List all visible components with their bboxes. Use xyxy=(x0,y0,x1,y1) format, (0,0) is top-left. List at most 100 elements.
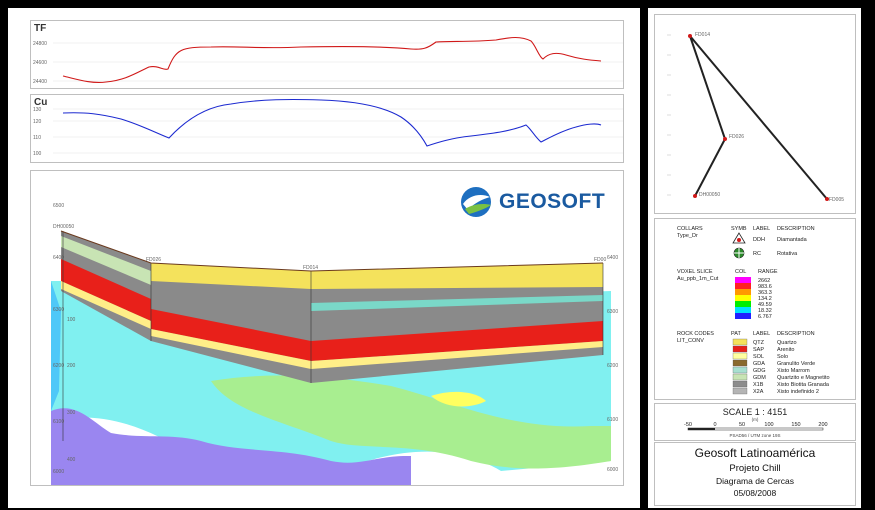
scale-title: SCALE 1 : 4151 xyxy=(723,407,788,417)
collar-label-ddh: DDH xyxy=(753,237,765,243)
scale-tick-1: -50 xyxy=(684,422,692,428)
voxel-range-1: 2662 xyxy=(758,278,770,284)
left-elev-1: 6500 xyxy=(53,203,64,209)
collar-label-rc: RC xyxy=(753,251,761,257)
rock-label-1: QTZ xyxy=(753,340,765,346)
plan-label-2: FD026 xyxy=(729,134,744,140)
plan-line-2 xyxy=(694,138,726,197)
title-subtitle: Diagrama de Cercas xyxy=(716,476,794,486)
left-elev-2: 6400 xyxy=(53,255,64,261)
voxel-swatch-7 xyxy=(735,313,751,319)
tf-profile-panel: TF 24800 24600 24400 xyxy=(30,20,624,89)
rock-desc-2: Arenito xyxy=(777,347,794,353)
scale-tick-4: 100 xyxy=(764,422,773,428)
collars-hdr-label: LABEL xyxy=(753,226,770,232)
rock-label-6: GDM xyxy=(753,375,766,381)
rock-label-3: SOL xyxy=(753,354,764,360)
rock-desc-6: Quartzito e Magnetito xyxy=(777,375,830,381)
fence-red-band-1 xyxy=(61,259,151,321)
fence-green-band-1 xyxy=(61,236,151,285)
geosoft-globe-icon xyxy=(461,187,491,217)
geosoft-logo: GEOSOFT xyxy=(459,185,619,219)
tf-chart: 24800 24600 24400 xyxy=(33,36,623,85)
voxel-range-3: 363.3 xyxy=(758,290,772,296)
rocks-hdr-pat: PAT xyxy=(731,331,742,337)
scale-datum: PSAD56 / UTM zone 19S xyxy=(729,433,780,438)
left-elev-5: 6100 xyxy=(53,419,64,425)
left-frame: TF 24800 24600 24400 Cu 130 120 110 100 xyxy=(8,8,640,508)
rocks-title: ROCK CODES xyxy=(677,331,714,337)
voxel-field: Au_ppb_1m_Cut xyxy=(677,276,719,282)
collars-hdr-desc: DESCRIPTION xyxy=(777,226,815,232)
plan-label-4: FD005 xyxy=(829,197,844,203)
collar-label-4: FD00 xyxy=(594,257,606,263)
voxel-hdr-range: RANGE xyxy=(758,269,778,275)
fence-yellow-band-3 xyxy=(311,341,603,369)
cu-tick-2: 120 xyxy=(33,119,42,125)
title-date: 05/08/2008 xyxy=(733,488,777,498)
depth-label-1: 100 xyxy=(67,317,76,323)
title-block-panel: Geosoft Latinoamérica Projeto Chill Diag… xyxy=(654,442,856,506)
collars-hdr-symb: SYMB xyxy=(731,226,747,232)
rock-desc-8: Xisto indefinido 2 xyxy=(777,389,819,395)
collar-label-2: FD026 xyxy=(146,257,161,263)
title-project: Projeto Chill xyxy=(729,463,781,474)
fence-cyan-band-3 xyxy=(311,295,603,311)
rocks-hdr-label: LABEL xyxy=(753,331,770,337)
voxel-swatch-2 xyxy=(735,283,751,289)
scale-bar: SCALE 1 : 4151 (m) -50 0 50 100 150 200 … xyxy=(684,407,828,438)
right-elev-3: 6200 xyxy=(607,363,618,369)
voxel-title: VOXEL SLICE xyxy=(677,269,713,275)
voxel-swatch-1 xyxy=(735,277,751,283)
rock-desc-4: Granulito Verde xyxy=(777,361,815,367)
voxel-blue-left xyxy=(51,281,61,411)
collar-desc-rc: Rotativa xyxy=(777,251,798,257)
cu-tick-1: 130 xyxy=(33,107,42,113)
tf-tick-3: 24400 xyxy=(33,79,47,85)
collar-desc-ddh: Diamantada xyxy=(777,237,808,243)
fence-red-band-2 xyxy=(151,309,311,361)
voxel-range-5: 49.59 xyxy=(758,302,772,308)
rock-label-7: X1B xyxy=(753,382,764,388)
depth-label-4: 400 xyxy=(67,457,76,463)
right-elev-4: 6100 xyxy=(607,417,618,423)
rock-label-8: X2A xyxy=(753,389,764,395)
legend-panel: COLLARS Type_Dr SYMB LABEL DESCRIPTION D… xyxy=(654,218,856,400)
title-company: Geosoft Latinoamérica xyxy=(694,446,816,460)
rock-patterns xyxy=(732,338,748,395)
scale-tick-5: 150 xyxy=(791,422,800,428)
rock-swatch-3 xyxy=(732,352,748,360)
collars-type: Type_Dr xyxy=(677,233,698,239)
rock-label-4: GDA xyxy=(753,361,765,367)
depth-label-2: 200 xyxy=(67,363,76,369)
right-elev-1: 6400 xyxy=(607,255,618,261)
voxel-range-4: 134.2 xyxy=(758,296,772,302)
voxel-color-scale xyxy=(735,277,751,319)
rock-swatch-8 xyxy=(732,387,748,395)
tf-curve xyxy=(62,36,602,83)
rock-desc-1: Quartzo xyxy=(777,340,797,346)
fence-yellow-band-2 xyxy=(151,329,311,369)
rock-swatch-6 xyxy=(732,373,748,381)
plan-line-1 xyxy=(689,35,726,140)
voxel-swatch-5 xyxy=(735,301,751,307)
scale-tick-2: 0 xyxy=(713,422,716,428)
voxel-swatch-4 xyxy=(735,295,751,301)
ddh-symbol-icon xyxy=(732,232,746,244)
voxel-range-2: 983.6 xyxy=(758,284,772,290)
rock-label-5: GDG xyxy=(753,368,766,374)
plan-line-3 xyxy=(689,35,828,200)
right-elev-5: 6000 xyxy=(607,467,618,473)
left-elev-6: 6000 xyxy=(53,469,64,475)
rocks-field: LIT_CONV xyxy=(677,338,704,344)
voxel-green-zone xyxy=(211,375,611,469)
rock-desc-3: Solo xyxy=(777,354,788,360)
rock-desc-7: Xisto Biotita Granada xyxy=(777,382,830,388)
voxel-range-7: 6.767 xyxy=(758,314,772,320)
collars-title: COLLARS xyxy=(677,226,703,232)
right-frame: FD014 FD026 DH00050 FD005 COLLARS Type_D… xyxy=(648,8,861,508)
scale-tick-6: 200 xyxy=(818,422,827,428)
voxel-yellow-spot xyxy=(431,391,486,407)
scale-tick-3: 50 xyxy=(739,422,745,428)
rock-desc-5: Xisto Marrom xyxy=(777,368,810,374)
